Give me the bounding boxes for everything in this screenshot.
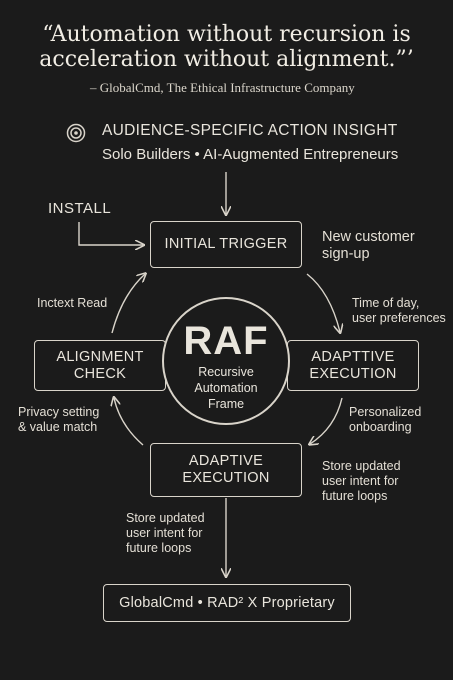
note-personalized-line-1: Personalized — [349, 405, 422, 419]
note-store-left: Store updated user intent for future loo… — [126, 511, 205, 556]
quote-line-2: acceleration without alignment.”’ — [39, 47, 414, 72]
note-store-left-line-2: user intent for — [126, 526, 203, 540]
note-personalized-line-2: onboarding — [349, 420, 412, 434]
quote: “Automation without recursion is acceler… — [0, 22, 453, 72]
adaptive-right-line-2: EXECUTION — [309, 365, 397, 382]
arrow-trigger-to-adaptive — [306, 273, 340, 332]
adaptive-execution-right-node: ADAPTTIVE EXECUTION — [287, 340, 419, 391]
note-store-right: Store updated user intent for future loo… — [322, 459, 401, 504]
note-incontext: Inctext Read — [37, 296, 108, 310]
audience-subtitle: Solo Builders • AI-Augmented Entrepreneu… — [102, 146, 399, 163]
footer-label: GlobalCmd • RAD² X Proprietary — [119, 594, 335, 611]
arrow-install-to-trigger — [78, 222, 143, 245]
raf-subtitle-3: Frame — [207, 397, 245, 411]
note-new-customer-line-1: New customer — [322, 229, 415, 245]
note-privacy: Privacy setting & value match — [18, 405, 99, 435]
note-time-of-day: Time of day, user preferences — [352, 296, 446, 326]
note-new-customer: New customer sign-up — [322, 229, 415, 263]
target-icon — [66, 123, 86, 143]
initial-trigger-node: INITIAL TRIGGER — [150, 221, 302, 268]
note-new-customer-line-2: sign-up — [322, 246, 370, 262]
raf-title: RAF — [183, 319, 269, 363]
adaptive-right-line-1: ADAPTTIVE — [311, 348, 395, 365]
arrow-bottom-to-alignment — [114, 398, 144, 446]
note-time-line-2: user preferences — [352, 311, 446, 325]
arrow-alignment-to-trigger — [111, 274, 145, 334]
adaptive-bottom-line-2: EXECUTION — [182, 470, 270, 486]
footer-box: GlobalCmd • RAD² X Proprietary — [103, 584, 351, 622]
quote-attribution: – GlobalCmd, The Ethical Infrastructure … — [90, 80, 355, 95]
note-store-left-line-3: future loops — [126, 541, 192, 555]
alignment-check-line-1: ALIGNMENT — [56, 348, 144, 365]
note-privacy-line-2: & value match — [18, 420, 98, 434]
note-store-right-line-1: Store updated — [322, 459, 401, 473]
note-privacy-line-1: Privacy setting — [18, 405, 100, 419]
adaptive-bottom-line-1: ADAPTIVE — [188, 453, 264, 469]
adaptive-execution-bottom-node: ADAPTIVE EXECUTION — [150, 443, 302, 497]
install-label: INSTALL — [48, 200, 112, 217]
raf-center-circle: RAF Recursive Automation Frame — [162, 297, 290, 425]
note-time-line-1: Time of day, — [352, 296, 420, 310]
raf-subtitle-1: Recursive — [198, 365, 254, 379]
audience-title: AUDIENCE-SPECIFIC ACTION INSIGHT — [102, 122, 398, 139]
raf-subtitle-2: Automation — [194, 381, 258, 395]
alignment-check-node: ALIGNMENT CHECK — [34, 340, 166, 391]
note-store-right-line-2: user intent for — [322, 474, 399, 488]
initial-trigger-label: INITIAL TRIGGER — [164, 236, 288, 252]
arrow-adaptive-to-bottom — [310, 397, 343, 444]
note-personalized: Personalized onboarding — [349, 405, 421, 435]
alignment-check-line-2: CHECK — [73, 365, 127, 382]
quote-line-1: “Automation without recursion is — [42, 22, 411, 47]
note-store-left-line-1: Store updated — [126, 511, 205, 525]
note-store-right-line-3: future loops — [322, 489, 388, 503]
